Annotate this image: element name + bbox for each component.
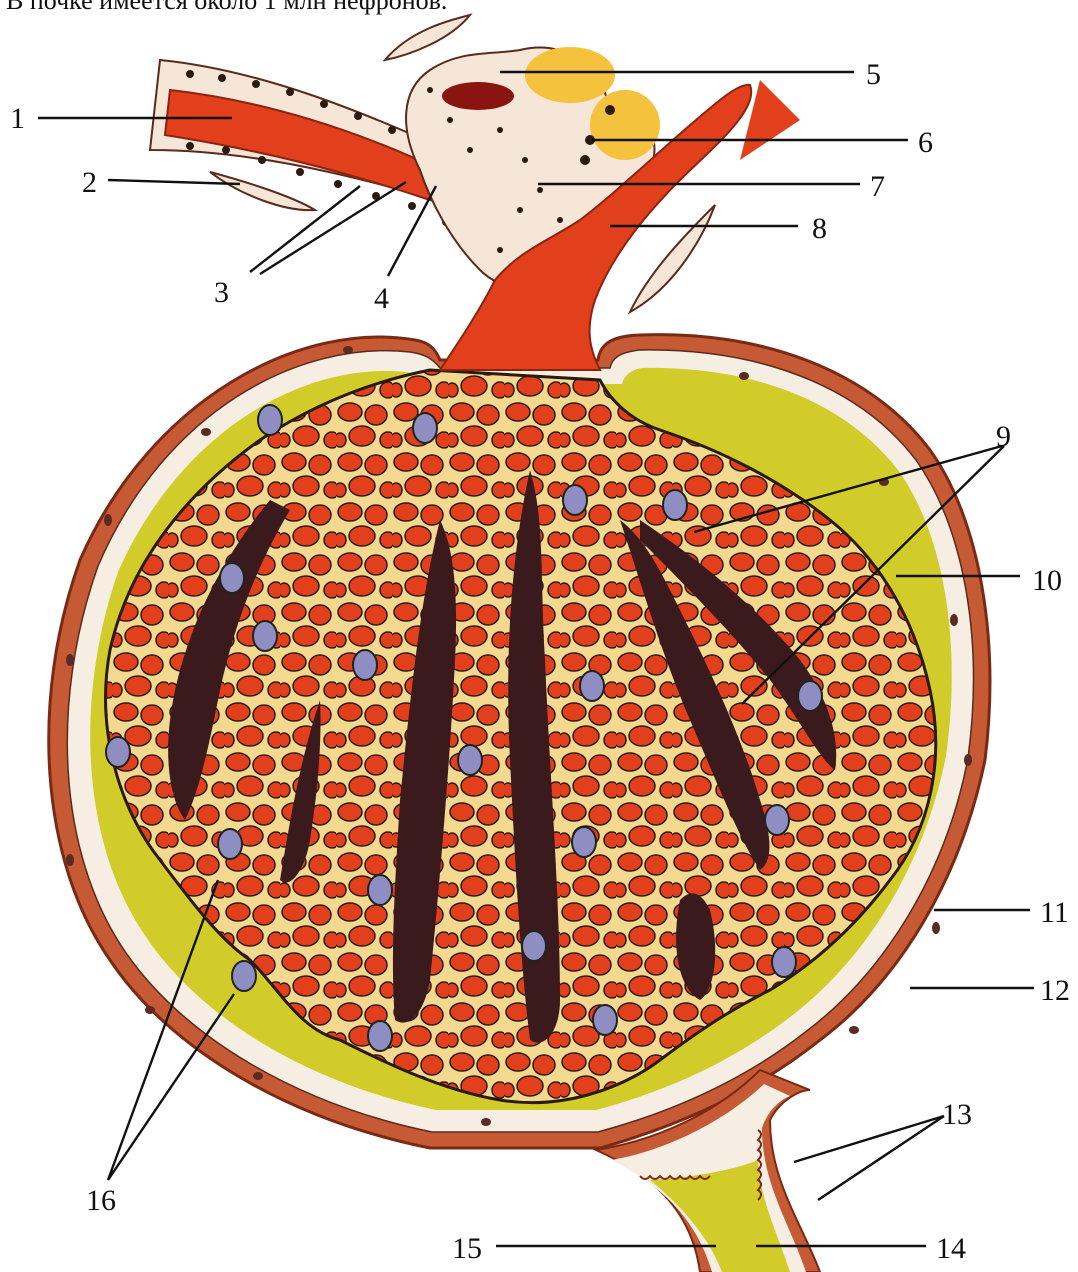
label-15: 15 — [452, 1232, 482, 1265]
label-5: 5 — [866, 58, 881, 91]
label-13: 13 — [942, 1098, 972, 1131]
label-9: 9 — [996, 420, 1011, 453]
fibroblast-left — [210, 172, 315, 210]
label-11: 11 — [1040, 896, 1069, 929]
label-10: 10 — [1032, 564, 1062, 597]
label-4: 4 — [374, 282, 389, 315]
label-2: 2 — [82, 166, 97, 199]
label-14: 14 — [936, 1232, 966, 1265]
label-16: 16 — [86, 1184, 116, 1217]
fibroblast-top — [385, 15, 470, 60]
label-1: 1 — [10, 102, 25, 135]
label-8: 8 — [812, 212, 827, 245]
label-6: 6 — [918, 126, 933, 159]
label-12: 12 — [1040, 974, 1070, 1007]
label-3: 3 — [214, 276, 229, 309]
label-7: 7 — [870, 170, 885, 203]
